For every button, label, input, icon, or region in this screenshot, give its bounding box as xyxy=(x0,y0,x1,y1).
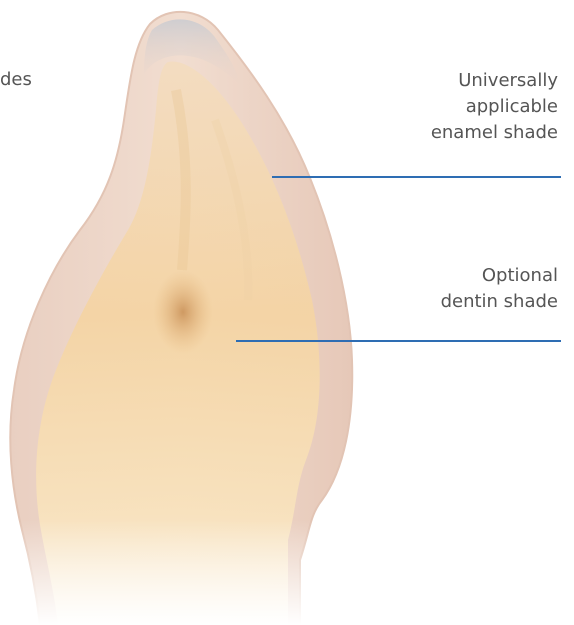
dentin-shade-label: Optional dentin shade xyxy=(441,263,558,315)
dentin-spot xyxy=(153,270,213,354)
cropped-label-text: des xyxy=(0,67,32,93)
enamel-label-line: Universally xyxy=(431,68,558,94)
enamel-label-line: applicable xyxy=(431,94,558,120)
enamel-shade-label: Universally applicable enamel shade xyxy=(431,68,558,146)
enamel-label-line: enamel shade xyxy=(431,120,558,146)
root-fade xyxy=(0,520,574,625)
dentin-label-line: dentin shade xyxy=(441,289,558,315)
cropped-label-fragment: des xyxy=(0,67,32,93)
dentin-label-line: Optional xyxy=(441,263,558,289)
